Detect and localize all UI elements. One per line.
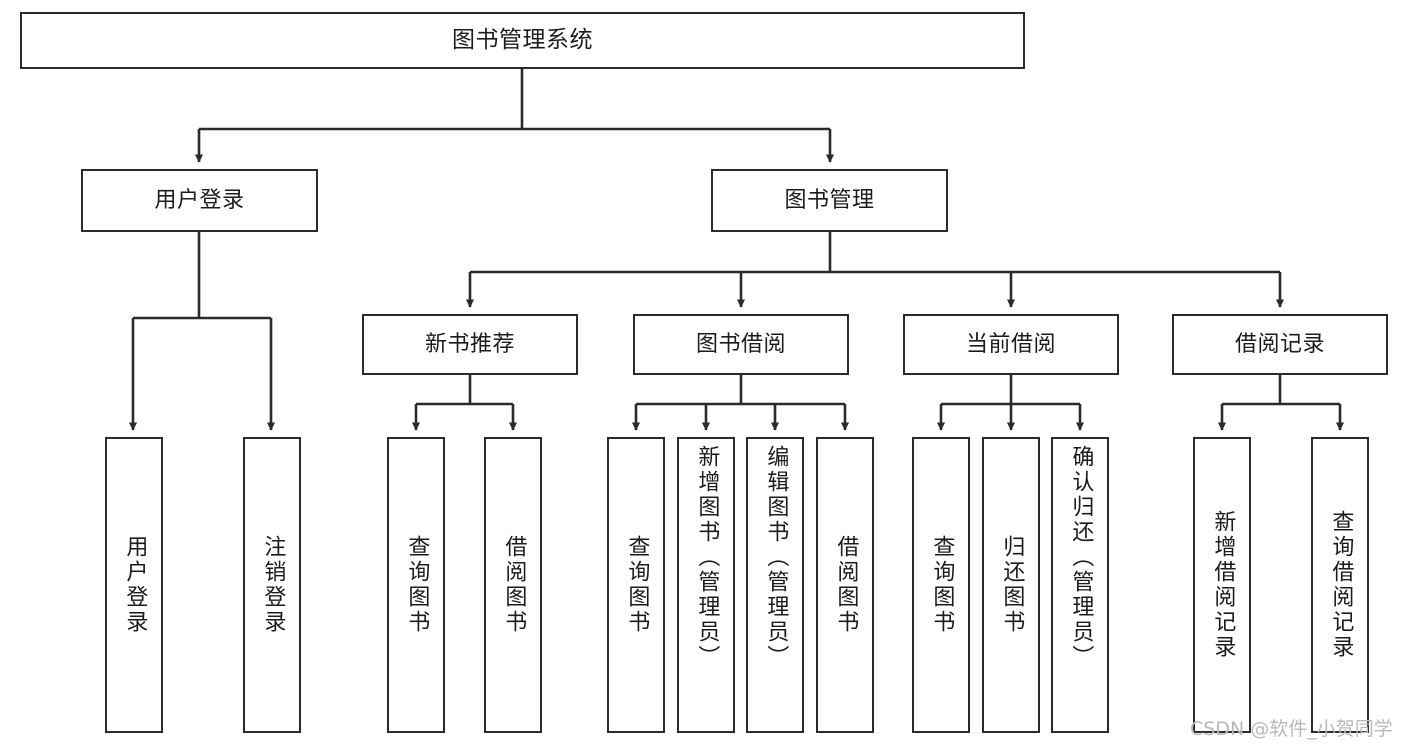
leaf-book-borrow-add-book-admin[interactable]: 新增图书（管理员） [677,437,735,733]
node-label: 注销登录 [260,535,286,635]
node-label: 编辑图书（管理员） [763,445,789,670]
node-label: 借阅记录 [1234,331,1325,357]
node-label: 新增借阅记录 [1210,510,1236,660]
node-user-login[interactable]: 用户登录 [81,169,318,232]
leaf-book-borrow-edit-book-admin[interactable]: 编辑图书（管理员） [746,437,804,733]
node-book-borrow[interactable]: 图书借阅 [633,314,849,375]
leaf-current-borrow-confirm-return-admin[interactable]: 确认归还（管理员） [1051,437,1109,733]
node-label: 用户登录 [122,535,148,635]
node-label: 查询图书 [624,535,650,635]
leaf-borrow-record-query-record[interactable]: 查询借阅记录 [1311,437,1369,733]
leaf-user-login-login[interactable]: 用户登录 [105,437,163,733]
node-label: 图书借阅 [695,331,786,357]
node-label: 新书推荐 [424,331,515,357]
leaf-current-borrow-query-book[interactable]: 查询图书 [912,437,970,733]
node-label: 归还图书 [999,535,1025,635]
node-root-book-management-system[interactable]: 图书管理系统 [20,12,1025,69]
node-current-borrow[interactable]: 当前借阅 [903,314,1119,375]
node-label: 查询图书 [404,535,430,635]
leaf-borrow-record-add-record[interactable]: 新增借阅记录 [1193,437,1251,733]
leaf-current-borrow-return-book[interactable]: 归还图书 [982,437,1040,733]
node-label: 用户登录 [154,187,245,213]
node-label: 图书管理系统 [452,27,593,54]
node-book-management[interactable]: 图书管理 [711,169,948,232]
node-label: 借阅图书 [501,535,527,635]
node-label: 新增图书（管理员） [694,445,720,670]
node-label: 图书管理 [784,187,875,213]
node-label: 当前借阅 [965,331,1056,357]
csdn-watermark: CSDN @软件_小贺同学 [1190,718,1393,740]
node-label: 查询图书 [929,535,955,635]
node-label: 查询借阅记录 [1328,510,1354,660]
node-label: 借阅图书 [833,535,859,635]
leaf-user-login-logout[interactable]: 注销登录 [243,437,301,733]
node-new-book-recommend[interactable]: 新书推荐 [362,314,578,375]
node-label: 确认归还（管理员） [1068,445,1094,670]
leaf-new-book-borrow-book[interactable]: 借阅图书 [484,437,542,733]
node-borrow-record[interactable]: 借阅记录 [1172,314,1388,375]
leaf-book-borrow-query-book[interactable]: 查询图书 [607,437,665,733]
leaf-new-book-query-book[interactable]: 查询图书 [387,437,445,733]
leaf-book-borrow-borrow-book[interactable]: 借阅图书 [816,437,874,733]
